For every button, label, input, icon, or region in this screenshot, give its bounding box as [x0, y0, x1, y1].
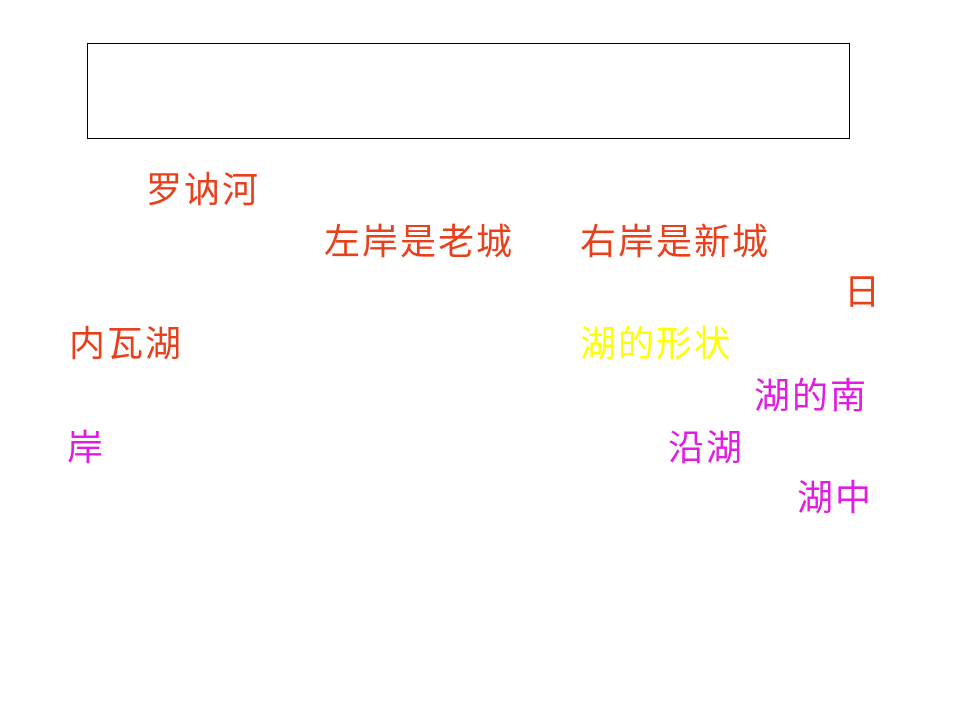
title-box	[87, 43, 850, 139]
word-right-bank: 右岸是新城	[580, 222, 771, 263]
word-ri: 日	[844, 272, 883, 313]
word-lake-shape: 湖的形状	[580, 324, 733, 365]
word-in-lake: 湖中	[797, 478, 874, 519]
word-luona-river: 罗讷河	[146, 170, 261, 211]
word-along-lake: 沿湖	[668, 428, 745, 469]
word-shore: 岸	[67, 428, 106, 469]
word-lake-south: 湖的南	[754, 376, 869, 417]
word-lake-geneva: 内瓦湖	[69, 324, 184, 365]
word-left-bank: 左岸是老城	[324, 222, 515, 263]
